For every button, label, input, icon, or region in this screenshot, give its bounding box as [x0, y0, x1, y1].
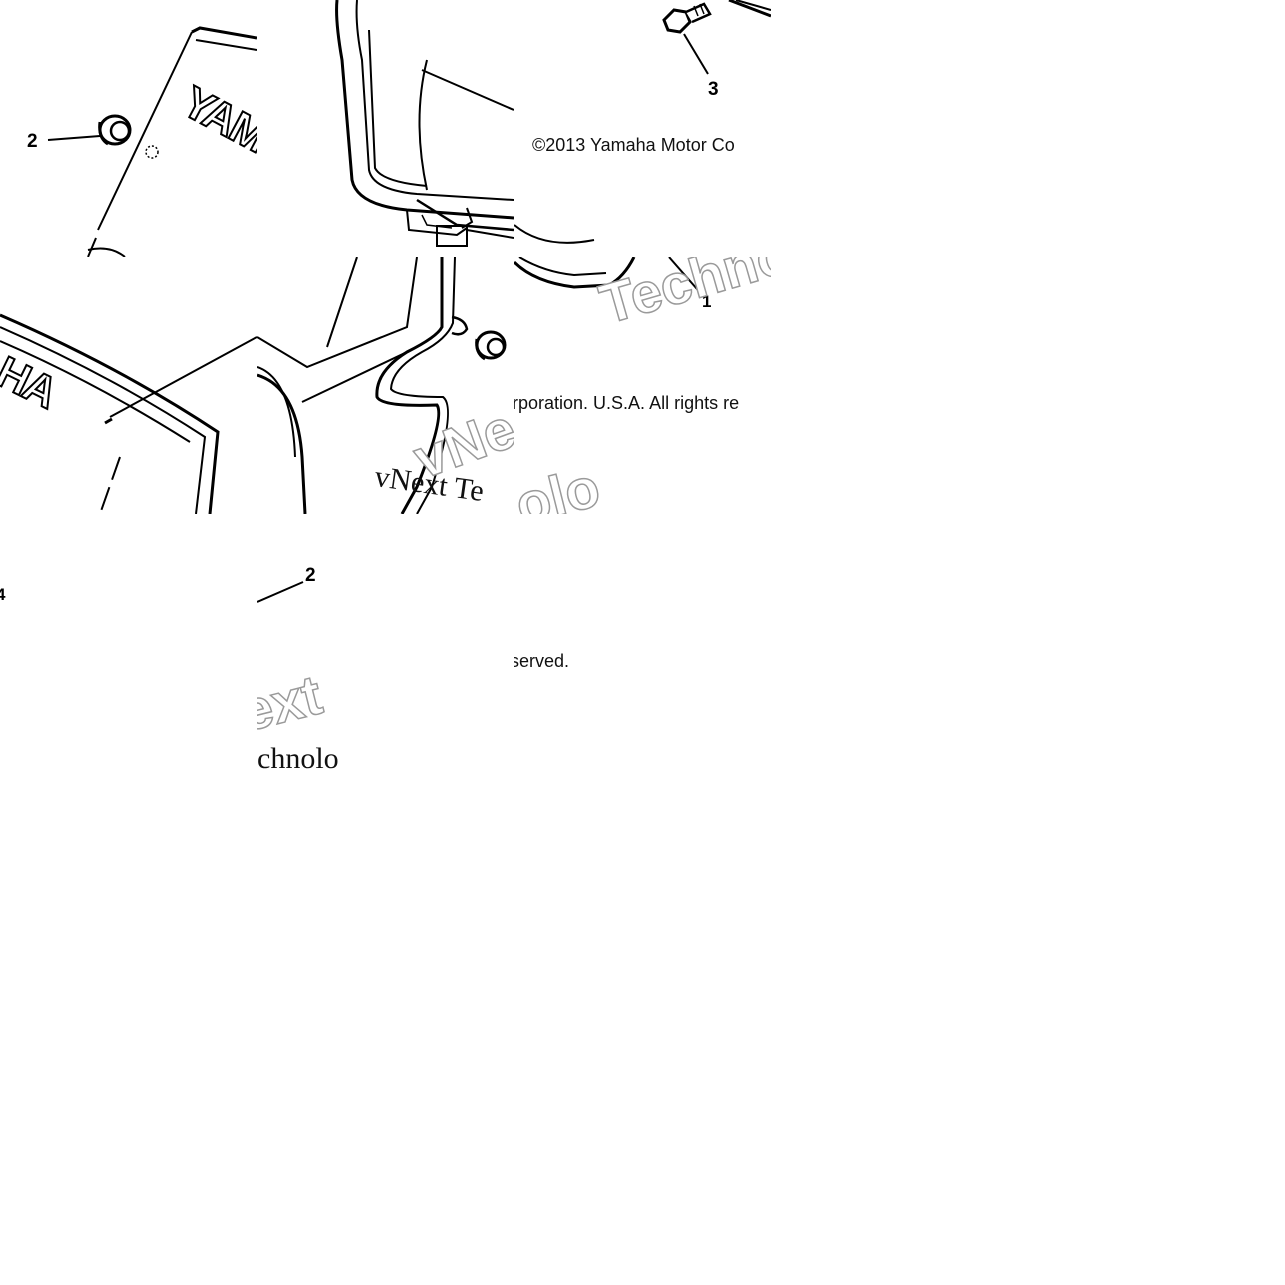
diagram-tile-r1c2 — [257, 0, 514, 257]
copyright-line-1: ©2013 Yamaha Motor Co — [532, 135, 735, 155]
copyright-line-2: rporation. U.S.A. All rights re — [514, 393, 740, 413]
front-cover-lower-drawing — [0, 313, 257, 514]
copyright-line-3: served. — [514, 651, 570, 671]
lens-bottom-drawing — [514, 257, 705, 298]
watermark-serif-2: chnolo — [257, 742, 339, 772]
grommet-icon — [98, 114, 132, 146]
headlight-bezel-drawing — [335, 0, 514, 247]
callout-1: 1 — [702, 292, 712, 311]
grommet-icon — [475, 330, 507, 361]
diagram-tile-r1c1: 2 YAM — [0, 0, 257, 257]
bolt-drawing — [514, 0, 771, 244]
callout-2-top: 2 — [27, 131, 38, 152]
callout-2-bottom: 2 — [305, 565, 316, 586]
leader-line-drawing — [257, 581, 304, 603]
bolt-icon — [662, 2, 712, 34]
diagram-tile-r2c1: AHA — [0, 257, 257, 514]
callout-3: 3 — [708, 79, 719, 100]
diagram-tile-r3c3: served. — [514, 514, 604, 674]
diagram-tile-r3c2: 2 ext chnolo — [257, 514, 347, 771]
callout-4: 4 — [0, 585, 6, 604]
diagram-tile-r1c3: 3 ©2013 Yamaha Motor Co — [514, 0, 771, 257]
diagram-tile-r3c1: 4 — [0, 514, 257, 771]
diagram-tile-r2c2: vNext Te vNe — [257, 257, 514, 514]
front-cover-upper-drawing — [47, 26, 257, 257]
diagram-tile-r2c3: 1 Techno rporation. U.S.A. All rights re… — [514, 257, 771, 514]
bracket-drawing — [257, 257, 507, 514]
